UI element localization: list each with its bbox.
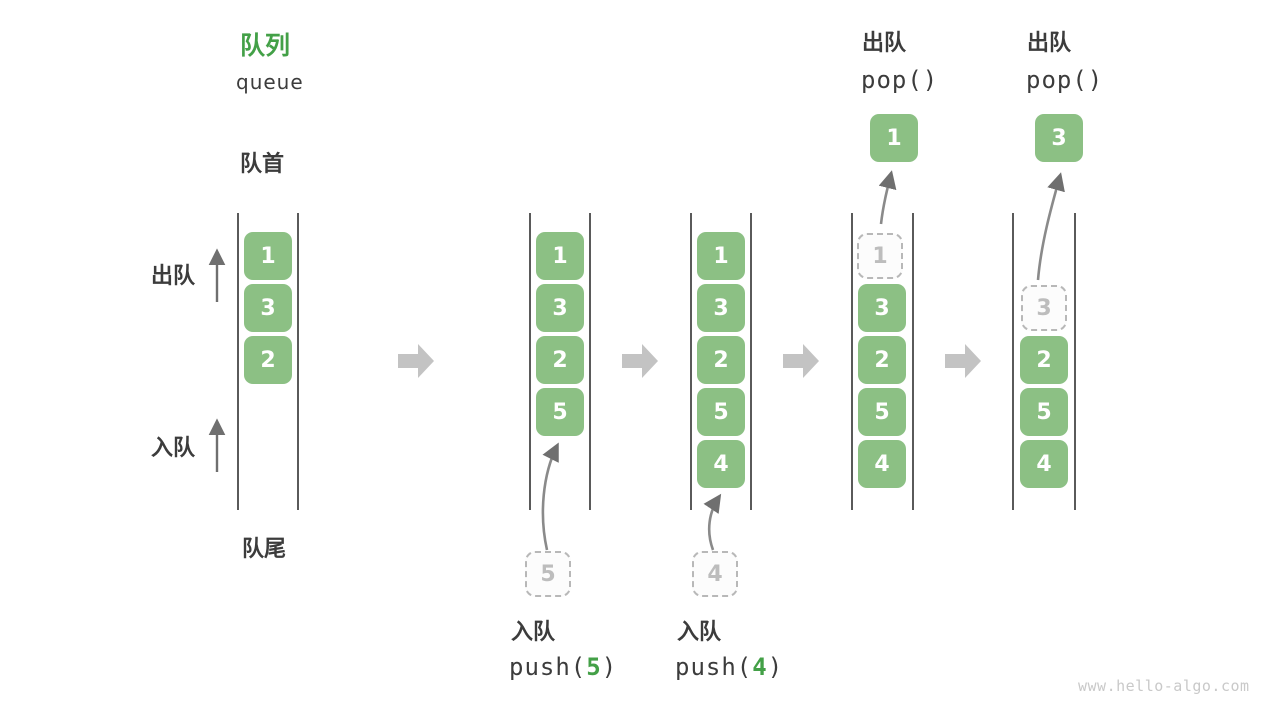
curved-up-arrow-icon bbox=[541, 442, 559, 551]
state5-cell: 5 bbox=[1020, 388, 1068, 436]
state3-cell: 3 bbox=[697, 284, 745, 332]
state4-cell: 4 bbox=[858, 440, 906, 488]
state4-removed-cell: 1 bbox=[857, 233, 903, 279]
state3-cell: 1 bbox=[697, 232, 745, 280]
queue-rear-label: 队尾 bbox=[242, 537, 287, 562]
right-block-arrow-icon bbox=[622, 344, 658, 378]
state5-wall-left bbox=[1012, 213, 1014, 510]
diagram-title-zh: 队列 bbox=[240, 31, 291, 60]
diagram-title-en: queue bbox=[236, 70, 304, 94]
state2-wall-right bbox=[589, 213, 591, 510]
push4-code: push(4) bbox=[675, 655, 783, 679]
pop1-code: pop() bbox=[861, 66, 939, 94]
state3-cell: 2 bbox=[697, 336, 745, 384]
push4-arg: 4 bbox=[752, 653, 768, 681]
state4-cell: 5 bbox=[858, 388, 906, 436]
state5-cell: 4 bbox=[1020, 440, 1068, 488]
pop2-code: pop() bbox=[1026, 66, 1104, 94]
state2-cell: 5 bbox=[536, 388, 584, 436]
state5-wall-right bbox=[1074, 213, 1076, 510]
state2-cell: 1 bbox=[536, 232, 584, 280]
right-block-arrow-icon bbox=[783, 344, 819, 378]
state2-incoming-cell: 5 bbox=[525, 551, 571, 597]
state1-cell: 3 bbox=[244, 284, 292, 332]
state4-wall-left bbox=[851, 213, 853, 510]
queue-front-label: 队首 bbox=[240, 152, 285, 177]
push5-fn: push( bbox=[509, 653, 587, 681]
state5-popped-cell: 3 bbox=[1035, 114, 1083, 162]
state1-cell: 2 bbox=[244, 336, 292, 384]
state5-cell: 2 bbox=[1020, 336, 1068, 384]
state2-cell: 3 bbox=[536, 284, 584, 332]
watermark: www.hello-algo.com bbox=[1078, 677, 1250, 695]
state3-cell: 4 bbox=[697, 440, 745, 488]
state4-cell: 3 bbox=[858, 284, 906, 332]
state1-wall-right bbox=[297, 213, 299, 510]
push5-code: push(5) bbox=[509, 655, 617, 679]
state4-popped-cell: 1 bbox=[870, 114, 918, 162]
push5-close: ) bbox=[601, 653, 618, 681]
state4-wall-right bbox=[912, 213, 914, 510]
dequeue-direction-label: 出队 bbox=[151, 264, 196, 289]
state1-wall-left bbox=[237, 213, 239, 510]
state4-cell: 2 bbox=[858, 336, 906, 384]
push4-label: 入队 bbox=[677, 620, 722, 645]
enqueue-direction-label: 入队 bbox=[151, 436, 196, 461]
state3-wall-right bbox=[750, 213, 752, 510]
state5-removed-cell: 3 bbox=[1021, 285, 1067, 331]
push5-arg: 5 bbox=[586, 653, 602, 681]
curved-up-arrow-icon bbox=[1036, 172, 1065, 281]
state3-cell: 5 bbox=[697, 388, 745, 436]
state2-cell: 2 bbox=[536, 336, 584, 384]
push4-fn: push( bbox=[675, 653, 753, 681]
curved-up-arrow-icon bbox=[878, 170, 897, 225]
push5-label: 入队 bbox=[511, 620, 556, 645]
pop2-label: 出队 bbox=[1027, 31, 1072, 56]
push4-close: ) bbox=[767, 653, 784, 681]
state2-wall-left bbox=[529, 213, 531, 510]
state3-wall-left bbox=[690, 213, 692, 510]
curved-up-arrow-icon bbox=[703, 493, 722, 551]
state3-incoming-cell: 4 bbox=[692, 551, 738, 597]
right-block-arrow-icon bbox=[945, 344, 981, 378]
right-block-arrow-icon bbox=[398, 344, 434, 378]
state1-cell: 1 bbox=[244, 232, 292, 280]
pop1-label: 出队 bbox=[862, 31, 907, 56]
